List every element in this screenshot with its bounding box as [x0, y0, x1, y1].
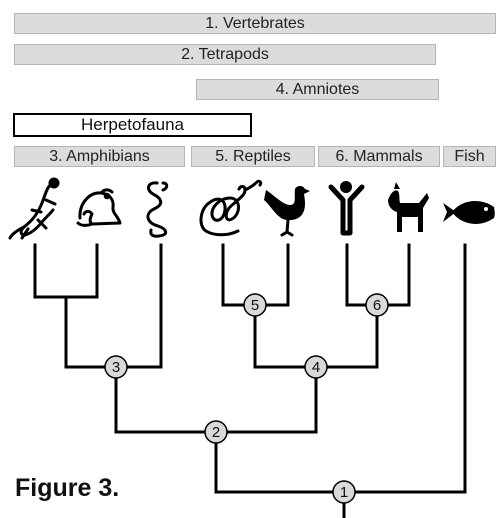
node-6: 6 [366, 294, 388, 316]
node-2-label: 2 [212, 424, 220, 441]
node-4: 4 [305, 356, 327, 378]
branch-salamander-frog [35, 245, 97, 297]
figure-caption: Figure 3. [15, 474, 119, 503]
caecilian-icon [148, 183, 167, 236]
bird-icon [264, 186, 310, 235]
dog-icon [388, 182, 429, 232]
node-6-label: 6 [373, 297, 381, 314]
snake-icon [201, 181, 261, 235]
frog-icon [78, 190, 120, 226]
nodes: 3 5 6 4 2 1 [105, 294, 388, 503]
node-1: 1 [333, 481, 355, 503]
node-5: 5 [244, 294, 266, 316]
node-1-label: 1 [340, 484, 348, 501]
node-4-label: 4 [312, 359, 320, 376]
salamander-icon [10, 179, 58, 238]
node-2: 2 [205, 421, 227, 443]
human-icon [331, 181, 362, 233]
node-3: 3 [105, 356, 127, 378]
fish-icon [443, 201, 495, 224]
node-5-label: 5 [251, 297, 259, 314]
node-3-label: 3 [112, 359, 120, 376]
